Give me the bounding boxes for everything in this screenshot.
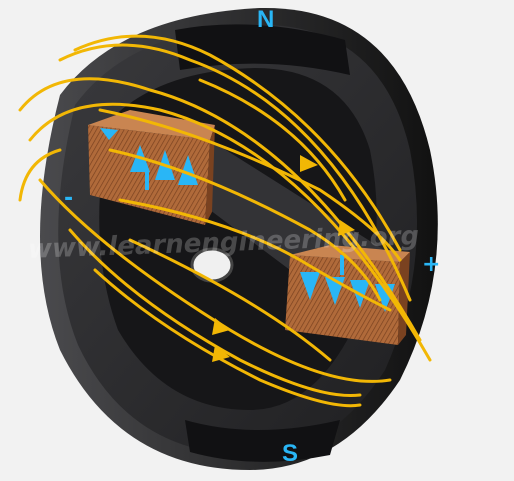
field-line-7 [93, 268, 362, 408]
field-line-11 [118, 198, 392, 312]
minus-label: - [64, 186, 74, 211]
coil-right-side [398, 252, 410, 345]
current-arrow-1 [100, 128, 118, 140]
current-arrow-5 [300, 272, 320, 300]
shaft-hole [192, 249, 232, 281]
field-line-3 [58, 43, 412, 302]
field-line-4 [73, 34, 402, 252]
field-lines [18, 34, 432, 408]
south-pole-piece [185, 420, 340, 462]
current-arrow-4 [178, 155, 198, 185]
field-line-6 [68, 228, 362, 398]
north-label: N [257, 6, 275, 33]
field-line-1 [18, 77, 422, 342]
field-arrowhead-2 [212, 318, 230, 335]
field-line-10 [108, 148, 382, 302]
field-arrowheads [212, 155, 355, 362]
plus-label: + [422, 252, 441, 277]
coil-right-top [290, 245, 410, 262]
field-line-13 [128, 238, 332, 362]
field-line-9 [98, 108, 402, 262]
field-line-12 [198, 78, 347, 202]
field-arrowhead-4 [338, 220, 355, 236]
field-line-8 [18, 148, 62, 202]
north-pole-piece [175, 24, 350, 75]
field-arrowhead-3 [212, 345, 230, 362]
south-label: S [282, 440, 299, 467]
coil-left-side [205, 125, 215, 225]
field-arrowhead-1 [300, 155, 318, 172]
field-line-2 [28, 102, 432, 362]
current-bar-1 [145, 172, 149, 190]
current-bar-2 [340, 255, 344, 275]
